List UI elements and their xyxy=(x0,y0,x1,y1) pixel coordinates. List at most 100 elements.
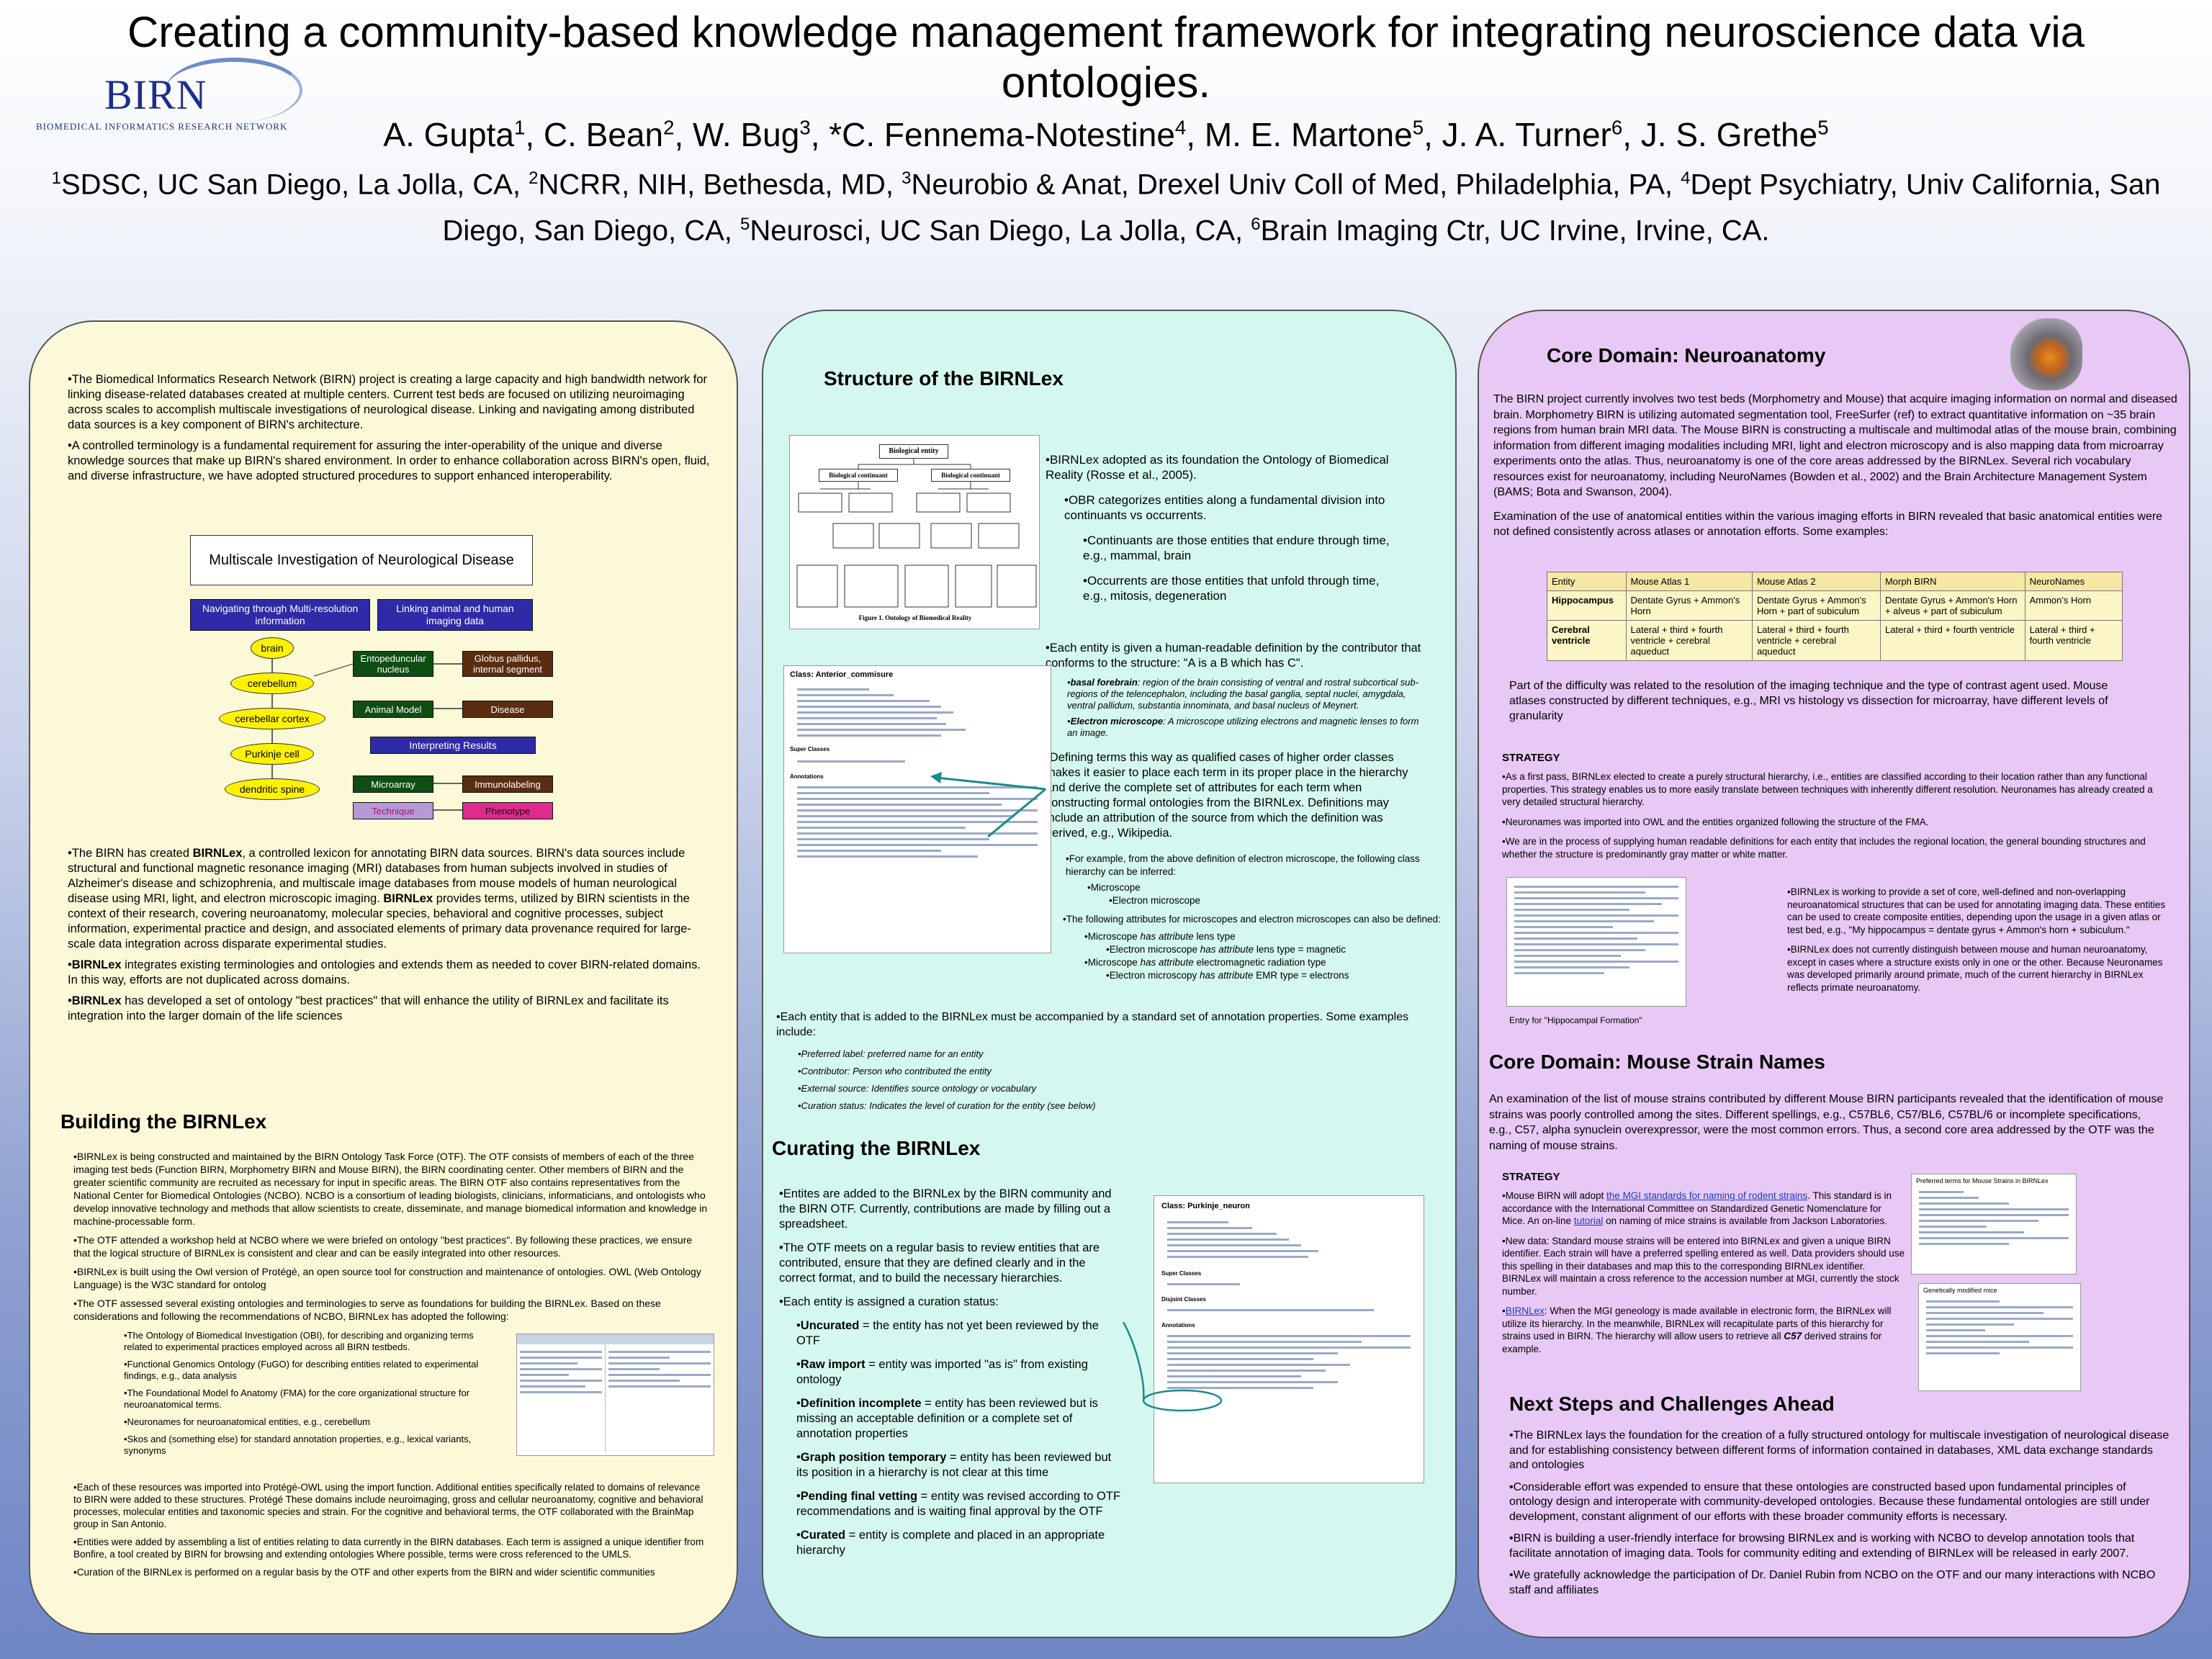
annotations-2: Annotations xyxy=(1161,1322,1195,1328)
disease-box: Disease xyxy=(462,701,553,718)
table-header: Entity xyxy=(1547,572,1627,591)
entopeduncular-box: Entopeduncular nucleus xyxy=(353,651,433,677)
strategy-definitions: •We are in the process of supplying huma… xyxy=(1502,836,2146,860)
strategy-core: •BIRNLex is working to provide a set of … xyxy=(1787,886,2166,935)
building-entities: •Entities were added by assembling a lis… xyxy=(73,1537,704,1560)
microarray-box: Microarray xyxy=(353,775,433,793)
next-foundation: •The BIRNLex lays the foundation for the… xyxy=(1509,1429,2170,1471)
mouse-hierarchy-text: : When the MGI geneology is made availab… xyxy=(1502,1305,1892,1354)
intro-paragraph-1: •The Biomedical Informatics Research Net… xyxy=(68,373,708,431)
table-cell: Ammon's Horn xyxy=(2024,590,2123,621)
attributes-intro: •The following attributes for microscope… xyxy=(1063,914,1441,925)
poster-title: Creating a community-based knowledge man… xyxy=(127,8,2085,107)
table-header: NeuroNames xyxy=(2024,572,2123,591)
neuro-examination: Examination of the use of anatomical ent… xyxy=(1493,510,2163,539)
purkinje-neuron-screenshot: Class: Purkinje_neuron Super Classes Dis… xyxy=(1154,1195,1424,1483)
ontology-skos: •Skos and (something else) for standard … xyxy=(124,1434,472,1456)
annotations-1: Annotations xyxy=(790,773,824,780)
building-curation: •Curation of the BIRNLex is performed on… xyxy=(73,1567,655,1578)
author-list: A. Gupta1, C. Bean2, W. Bug3, *C. Fennem… xyxy=(383,116,1829,153)
status-graph-temporary: •Graph position temporary = entity has b… xyxy=(796,1451,1112,1479)
logo-arc-icon xyxy=(166,58,302,122)
phenotype-box: Phenotype xyxy=(462,802,553,819)
mgi-post: . This standard is in accordance with th… xyxy=(1502,1190,1892,1226)
next-alignment: •Considerable effort was expended to ens… xyxy=(1509,1480,2150,1523)
disjoint-classes: Disjoint Classes xyxy=(1161,1296,1206,1303)
mgi-standards-link[interactable]: the MGI standards for naming of rodent s… xyxy=(1606,1190,1808,1201)
super-classes-2: Super Classes xyxy=(1161,1270,1202,1277)
status-pending-vetting: •Pending final vetting = entity was revi… xyxy=(796,1490,1121,1518)
status-curated: •Curated = entity is complete and placed… xyxy=(796,1529,1105,1557)
genetic-mice-title: Genetically modified mice xyxy=(1923,1287,1997,1294)
logo-subtitle: BIOMEDICAL INFORMATICS RESEARCH NETWORK xyxy=(36,121,288,132)
birnlex-link[interactable]: BIRNLex xyxy=(1505,1305,1545,1316)
obr-adopted: •BIRNLex adopted as its foundation the O… xyxy=(1046,453,1389,482)
figure-occurrent: Biological continuant xyxy=(931,469,1010,482)
next-steps-heading: Next Steps and Challenges Ahead xyxy=(1509,1393,1835,1415)
annot-contributor: •Contributor: Person who contributed the… xyxy=(798,1066,992,1076)
table-cell: Lateral + third + fourth ventricle + cer… xyxy=(1751,620,1881,661)
building-otf: •BIRNLex is being constructed and mainta… xyxy=(73,1151,708,1227)
node-cerebellum: cerebellum xyxy=(230,673,314,694)
globus-pallidus-box: Globus pallidus, internal segment xyxy=(462,651,553,677)
strategy-primate: •BIRNLex does not currently distinguish … xyxy=(1787,944,2163,993)
multiscale-diagram: Multiscale Investigation of Neurological… xyxy=(30,322,737,1186)
continuants-def: •Continuants are those entities that end… xyxy=(1083,534,1390,562)
occurrents-def: •Occurrents are those entities that unfo… xyxy=(1083,574,1380,603)
neuroanatomy-heading: Core Domain: Neuroanatomy xyxy=(1547,344,1826,367)
attr-1: •Microscope has attribute lens type xyxy=(1084,931,1236,942)
super-classes-1: Super Classes xyxy=(790,746,830,752)
table-header: Morph BIRN xyxy=(1879,572,2026,591)
attr-4: •Electron microscopy has attribute EMR t… xyxy=(1106,970,1349,981)
intro-paragraph-2: •A controlled terminology is a fundament… xyxy=(68,439,710,482)
entry-caption: Entry for "Hippocampal Formation" xyxy=(1509,1015,1642,1025)
table-cell: Hippocampus xyxy=(1547,590,1627,621)
building-protege: •BIRNLex is built using the Owl version … xyxy=(73,1266,701,1290)
ontology-neuronames: •Neuronames for neuroanatomical entities… xyxy=(124,1416,371,1427)
genetic-mice-screenshot: Genetically modified mice xyxy=(1918,1283,2081,1391)
mgi-pre: •Mouse BIRN will adopt xyxy=(1502,1190,1607,1201)
figure-root: Biological entity xyxy=(879,444,948,459)
interpreting-results-box: Interpreting Results xyxy=(370,737,536,754)
tutorial-link[interactable]: tutorial xyxy=(1573,1215,1604,1226)
anterior-commisure-screenshot: Class: Anterior_commisure Super Classes … xyxy=(783,665,1051,953)
brain-image xyxy=(2010,318,2082,390)
column-core-domains: Core Domain: Neuroanatomy The BIRN proje… xyxy=(1478,310,2190,1638)
annot-preferred-label: •Preferred label: preferred name for an … xyxy=(798,1048,984,1059)
hierarchy-electron: •Electron microscope xyxy=(1109,895,1201,906)
ontology-obi: •The Ontology of Biomedical Investigatio… xyxy=(124,1330,474,1352)
linking-button: Linking animal and human imaging data xyxy=(377,599,533,631)
birnlex-paragraph: •The BIRN has created BIRNLex, a control… xyxy=(68,847,691,950)
strategy2-heading: STRATEGY xyxy=(1502,1171,1560,1183)
table-cell: Dentate Gyrus + Ammon's Horn + part of s… xyxy=(1751,590,1881,621)
building-import: •Each of these resources was imported in… xyxy=(73,1482,703,1529)
affiliations: 1SDSC, UC San Diego, La Jolla, CA, 2NCRR… xyxy=(51,168,2161,247)
status-definition-incomplete: •Definition incomplete = entity has been… xyxy=(796,1397,1098,1440)
status-uncurated: •Uncurated = the entity has not yet been… xyxy=(796,1319,1099,1347)
logo-word: BIRN xyxy=(104,71,207,118)
curating-entities: •Entites are added to the BIRNLex by the… xyxy=(779,1187,1112,1231)
table-header: Mouse Atlas 2 xyxy=(1751,572,1881,591)
strategy-heading: STRATEGY xyxy=(1502,752,1560,764)
immunolabeling-box: Immunolabeling xyxy=(462,775,553,793)
birnlex-best-practices: •BIRNLex has developed a set of ontology… xyxy=(68,994,669,1022)
attr-3: •Microscope has attribute electromagneti… xyxy=(1084,957,1326,968)
preferred-terms-title: Preferred terms for Mouse Strains in BIR… xyxy=(1916,1177,2049,1184)
building-workshop: •The OTF attended a workshop held at NCB… xyxy=(73,1234,693,1259)
mouse-strain-heading: Core Domain: Mouse Strain Names xyxy=(1489,1051,1825,1073)
birn-logo: BIRN BIOMEDICAL INFORMATICS RESEARCH NET… xyxy=(36,58,302,137)
building-heading: Building the BIRNLex xyxy=(60,1110,267,1133)
attr-2: •Electron microscope has attribute lens … xyxy=(1106,944,1346,955)
mouse-new-data: •New data: Standard mouse strains will b… xyxy=(1502,1235,1905,1297)
defining-terms: •Defining terms this way as qualified ca… xyxy=(1046,751,1408,840)
neuro-difficulty: Part of the difficulty was related to th… xyxy=(1509,680,2108,722)
class-title-1: Class: Anterior_commisure xyxy=(790,670,894,679)
navigate-button: Navigating through Multi-resolution info… xyxy=(190,599,370,631)
mgi-end: on naming of mice strains is available f… xyxy=(1603,1215,1888,1226)
curation-highlight xyxy=(1122,1321,1223,1412)
figure-tree-lines xyxy=(796,459,1037,608)
birnlex-integrates: •BIRNLex integrates existing terminologi… xyxy=(68,958,701,986)
hierarchy-microscope: •Microscope xyxy=(1087,882,1141,893)
callout-arrow xyxy=(930,772,1046,838)
